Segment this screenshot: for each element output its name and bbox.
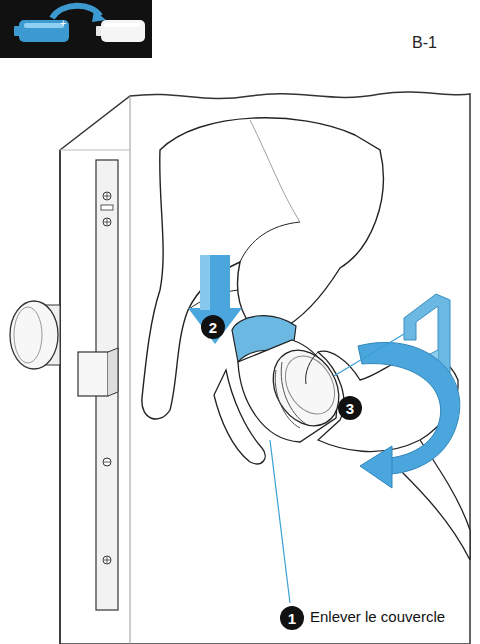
battery-icon — [0, 0, 152, 58]
polarity-mark: + — [60, 17, 66, 29]
step-caption: Enlever le couvercle — [310, 609, 445, 626]
callout-number-text: 3 — [346, 401, 354, 416]
rotate-arrow — [358, 342, 460, 488]
callout-number: 2 — [201, 315, 225, 339]
rear-knob — [10, 301, 60, 369]
door — [60, 92, 470, 644]
push-arrow — [188, 255, 242, 344]
polarity-mark: + — [134, 17, 140, 29]
callout-number: 1 — [280, 606, 304, 630]
callout-number-text: 2 — [209, 320, 217, 335]
callout-number-text: 1 — [288, 611, 296, 626]
front-knob — [232, 316, 352, 442]
figure-id: B-1 — [412, 34, 437, 52]
faceplate — [78, 160, 118, 610]
leader-lines — [270, 334, 404, 603]
callout-number: 3 — [338, 396, 362, 420]
